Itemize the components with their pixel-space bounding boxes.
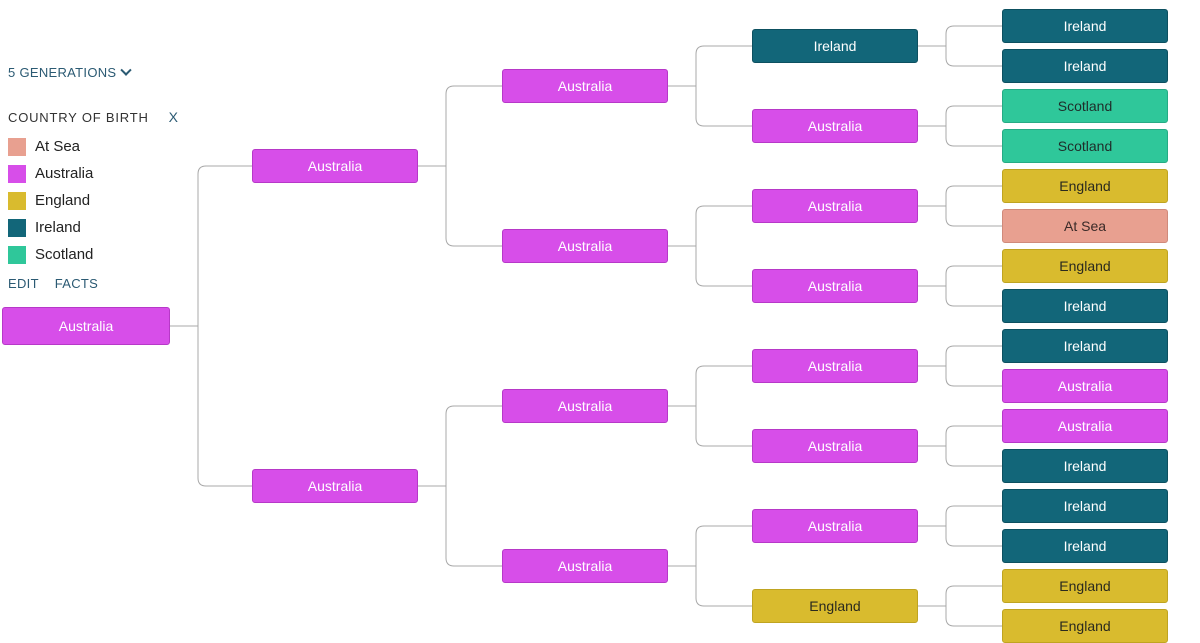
legend-label: Ireland	[35, 219, 81, 236]
person-node-gen4[interactable]: Australia	[752, 349, 918, 383]
legend-item-australia: Australia	[8, 160, 198, 187]
person-node-gen4[interactable]: England	[752, 589, 918, 623]
person-node-gen5[interactable]: Ireland	[1002, 529, 1168, 563]
person-node-gen5[interactable]: Australia	[1002, 369, 1168, 403]
legend-label: England	[35, 192, 91, 209]
person-node-gen3[interactable]: Australia	[502, 389, 668, 423]
person-node-gen5[interactable]: Scotland	[1002, 129, 1168, 163]
person-node-gen5[interactable]: Ireland	[1002, 289, 1168, 323]
person-node-gen3[interactable]: Australia	[502, 549, 668, 583]
chevron-down-icon	[120, 64, 133, 76]
person-node-gen5[interactable]: At Sea	[1002, 209, 1168, 243]
person-node-gen5[interactable]: Ireland	[1002, 329, 1168, 363]
legend-item-scotland: Scotland	[8, 241, 198, 268]
person-node-gen5[interactable]: Ireland	[1002, 9, 1168, 43]
person-node-gen5[interactable]: Australia	[1002, 409, 1168, 443]
person-node-gen5[interactable]: England	[1002, 169, 1168, 203]
legend-label: Scotland	[35, 246, 94, 263]
person-node-gen5[interactable]: Ireland	[1002, 489, 1168, 523]
legend-label: Australia	[35, 165, 94, 182]
person-node-gen4[interactable]: Australia	[752, 429, 918, 463]
person-node-gen5[interactable]: England	[1002, 609, 1168, 643]
action-links: EDIT FACTS	[8, 276, 198, 291]
person-node-gen5[interactable]: Ireland	[1002, 49, 1168, 83]
edit-link[interactable]: EDIT	[8, 276, 39, 291]
person-node-gen3[interactable]: Australia	[502, 229, 668, 263]
legend-swatch	[8, 137, 26, 156]
legend-header: COUNTRY OF BIRTH X	[8, 109, 198, 125]
person-node-gen4[interactable]: Australia	[752, 509, 918, 543]
legend-item-at-sea: At Sea	[8, 133, 198, 160]
legend-item-ireland: Ireland	[8, 214, 198, 241]
legend-close-button[interactable]: X	[168, 109, 178, 125]
legend-swatch	[8, 164, 26, 183]
person-node-gen5[interactable]: England	[1002, 569, 1168, 603]
sidebar: 5 GENERATIONS COUNTRY OF BIRTH X At Sea …	[8, 64, 198, 291]
person-node-gen2[interactable]: Australia	[252, 149, 418, 183]
legend-swatch	[8, 218, 26, 237]
facts-link[interactable]: FACTS	[54, 276, 99, 291]
person-node-gen3[interactable]: Australia	[502, 69, 668, 103]
person-node-gen5[interactable]: Ireland	[1002, 449, 1168, 483]
person-node-gen5[interactable]: England	[1002, 249, 1168, 283]
tree-connector-lines	[170, 25, 1002, 627]
person-node-gen4[interactable]: Australia	[752, 269, 918, 303]
person-node-gen4[interactable]: Australia	[752, 109, 918, 143]
person-node-gen1[interactable]: Australia	[2, 307, 170, 345]
legend-label: At Sea	[35, 138, 81, 155]
legend-swatch	[8, 191, 26, 210]
legend-item-england: England	[8, 187, 198, 214]
person-node-gen4[interactable]: Australia	[752, 189, 918, 223]
person-node-gen2[interactable]: Australia	[252, 469, 418, 503]
generations-dropdown[interactable]: 5 GENERATIONS	[8, 64, 133, 80]
legend-list: At Sea Australia England Ireland Scotlan…	[8, 133, 198, 268]
legend-swatch	[8, 245, 26, 264]
person-node-gen5[interactable]: Scotland	[1002, 89, 1168, 123]
generations-label: 5 GENERATIONS	[8, 65, 117, 80]
person-node-gen4[interactable]: Ireland	[752, 29, 918, 63]
legend-title: COUNTRY OF BIRTH	[8, 109, 149, 125]
